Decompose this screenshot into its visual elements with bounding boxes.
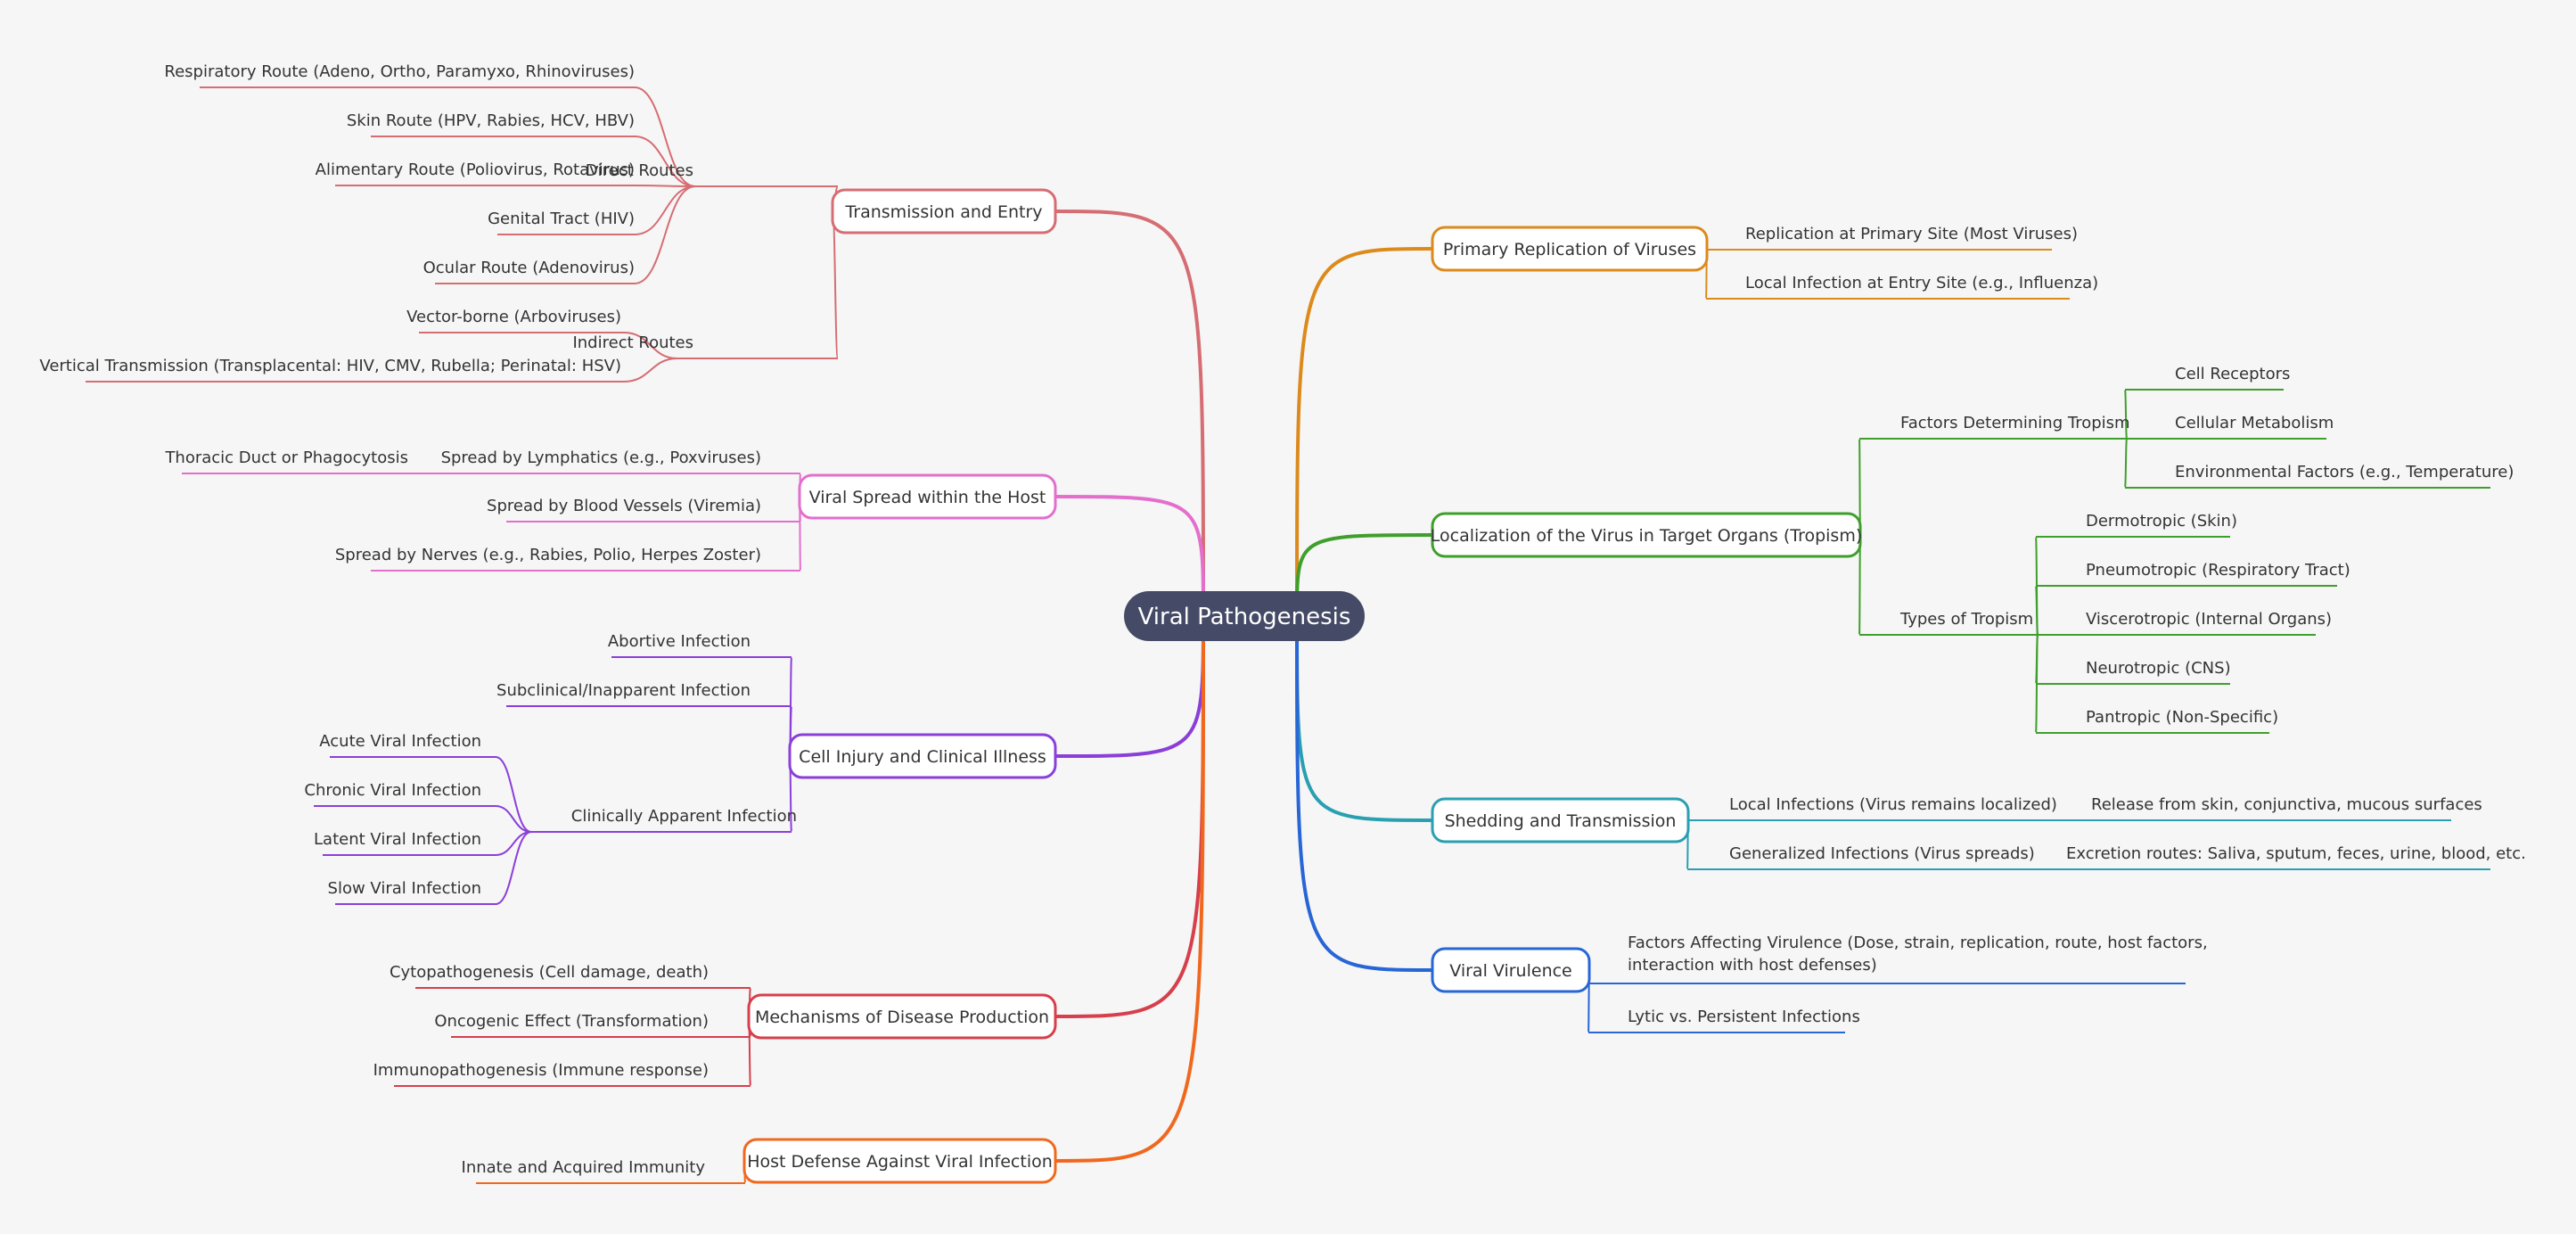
child-label: Innate and Acquired Immunity: [462, 1158, 706, 1177]
grandchild-label: Thoracic Duct or Phagocytosis: [164, 448, 408, 467]
branch-node[interactable]: [1431, 947, 1591, 993]
child-label: Subclinical/Inapparent Infection: [496, 681, 751, 700]
branch-label: Shedding and Transmission: [1445, 811, 1677, 831]
child-label: Clinically Apparent Infection: [571, 807, 797, 826]
branch-connector: [1295, 615, 1433, 972]
branch-connector: [1295, 247, 1433, 617]
grandchild-label: Viscerotropic (Internal Organs): [2086, 610, 2332, 629]
grandchild-connector: [634, 136, 696, 187]
branch-connector: [1054, 615, 1205, 1163]
grandchild-connector: [623, 358, 678, 383]
child-label: Spread by Blood Vessels (Viremia): [487, 497, 761, 515]
grandchild-connector: [634, 185, 696, 284]
branch-node[interactable]: [798, 473, 1057, 520]
child-label: Lytic vs. Persistent Infections: [1628, 1008, 1860, 1026]
grandchild-label: Dermotropic (Skin): [2086, 512, 2237, 531]
branch-connector: [1295, 533, 1433, 617]
branch-label: Localization of the Virus in Target Orga…: [1431, 526, 1863, 546]
grandchild-label: Respiratory Route (Adeno, Ortho, Paramyx…: [164, 62, 635, 81]
branch-node[interactable]: [831, 188, 1057, 234]
child-label: Indirect Routes: [572, 333, 693, 352]
grandchild-connector: [2124, 438, 2128, 489]
grandchild-connector: [495, 805, 532, 833]
child-label: Abortive Infection: [608, 632, 751, 651]
child-label: interaction with host defenses): [1628, 956, 1877, 975]
branch-node[interactable]: [1431, 512, 1862, 558]
branch-node[interactable]: [1431, 797, 1690, 843]
branch-label: Viral Spread within the Host: [809, 488, 1046, 507]
branch-connector: [1054, 615, 1205, 1018]
root-node[interactable]: [1124, 591, 1365, 641]
branch-node[interactable]: [747, 993, 1057, 1040]
branch-label: Primary Replication of Viruses: [1443, 240, 1696, 259]
branch-label: Host Defense Against Viral Infection: [747, 1152, 1053, 1172]
child-label: Types of Tropism: [1899, 610, 2033, 629]
child-label: Direct Routes: [586, 161, 693, 180]
branch-label: Viral Virulence: [1449, 961, 1572, 981]
branch-connector: [1054, 495, 1205, 617]
child-connector: [832, 210, 839, 359]
branch-connector: [1295, 615, 1433, 822]
root-label: Viral Pathogenesis: [1138, 604, 1351, 630]
grandchild-connector: [495, 756, 532, 833]
grandchild-connector: [634, 86, 696, 187]
grandchild-label: Release from skin, conjunctiva, mucous s…: [2091, 795, 2482, 814]
grandchild-connector: [2035, 585, 2039, 636]
grandchild-label: Vertical Transmission (Transplacental: H…: [39, 357, 621, 375]
grandchild-label: Cell Receptors: [2175, 365, 2290, 383]
child-label: Local Infections (Virus remains localize…: [1729, 795, 2057, 814]
grandchild-connector: [2124, 389, 2128, 440]
child-label: Generalized Infections (Virus spreads): [1729, 844, 2035, 863]
grandchild-label: Skin Route (HPV, Rabies, HCV, HBV): [347, 111, 635, 130]
grandchild-connector: [495, 831, 532, 905]
grandchild-label: Alimentary Route (Poliovirus, Rotavirus): [316, 160, 635, 179]
grandchild-label: Excretion routes: Saliva, sputum, feces,…: [2066, 844, 2526, 863]
grandchild-label: Chronic Viral Infection: [304, 781, 481, 800]
child-label: Factors Determining Tropism: [1900, 414, 2130, 432]
child-label: Local Infection at Entry Site (e.g., Inf…: [1745, 274, 2098, 292]
child-label: Spread by Nerves (e.g., Rabies, Polio, H…: [335, 546, 761, 564]
branch-node[interactable]: [788, 733, 1057, 779]
grandchild-connector: [623, 332, 678, 359]
child-label: Oncogenic Effect (Transformation): [434, 1012, 709, 1031]
grandchild-label: Latent Viral Infection: [314, 830, 481, 849]
grandchild-label: Ocular Route (Adenovirus): [423, 259, 635, 277]
branch-connector: [1054, 210, 1205, 617]
branch-node[interactable]: [742, 1138, 1057, 1184]
grandchild-label: Cellular Metabolism: [2175, 414, 2334, 432]
grandchild-label: Genital Tract (HIV): [488, 210, 635, 228]
child-label: Spread by Lymphatics (e.g., Poxviruses): [441, 448, 761, 467]
child-label: Factors Affecting Virulence (Dose, strai…: [1628, 934, 2208, 952]
grandchild-label: Vector-borne (Arboviruses): [406, 308, 621, 326]
child-label: Cytopathogenesis (Cell damage, death): [390, 963, 709, 982]
grandchild-connector: [2035, 634, 2039, 734]
child-label: Replication at Primary Site (Most Viruse…: [1745, 225, 2078, 243]
grandchild-label: Acute Viral Infection: [319, 732, 481, 751]
grandchild-label: Neurotropic (CNS): [2086, 659, 2231, 678]
grandchild-label: Pantropic (Non-Specific): [2086, 708, 2278, 727]
child-label: Immunopathogenesis (Immune response): [373, 1061, 709, 1080]
grandchild-label: Pneumotropic (Respiratory Tract): [2086, 561, 2350, 580]
grandchild-label: Environmental Factors (e.g., Temperature…: [2175, 463, 2514, 481]
branch-label: Mechanisms of Disease Production: [755, 1008, 1049, 1027]
branch-label: Transmission and Entry: [844, 202, 1042, 222]
branch-node[interactable]: [1431, 226, 1709, 272]
grandchild-connector: [634, 185, 696, 187]
branch-label: Cell Injury and Clinical Illness: [799, 747, 1046, 767]
grandchild-connector: [634, 185, 696, 235]
grandchild-label: Slow Viral Infection: [328, 879, 481, 898]
